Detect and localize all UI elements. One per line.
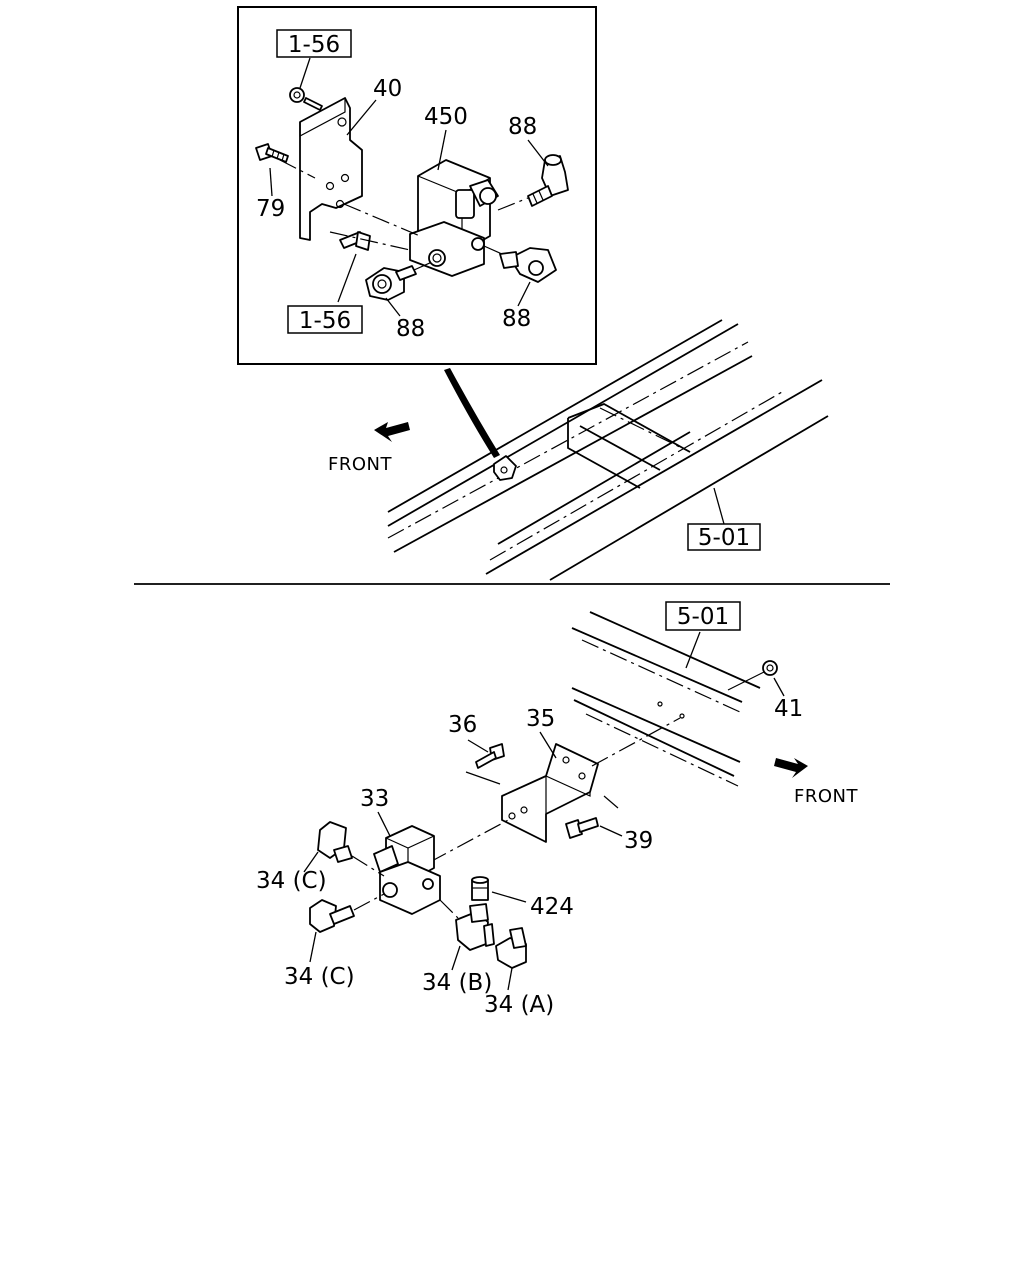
bracket-35[interactable] [501, 743, 599, 843]
label-88-bottom-left: 88 [396, 316, 425, 342]
fitting-88-bottom-left[interactable] [365, 265, 417, 301]
front-label-upper: FRONT [328, 454, 392, 475]
front-arrow-lower [774, 758, 808, 778]
upper-frame-view: FRONT 5-01 [328, 319, 829, 581]
label-88-bottom-right: 88 [502, 306, 531, 332]
bolt-36[interactable] [475, 743, 505, 769]
ref-box-1-56-top[interactable]: 1-56 [276, 29, 352, 58]
label-39: 39 [624, 828, 653, 854]
bolt-79[interactable] [255, 143, 289, 163]
svg-text:5-01: 5-01 [677, 604, 729, 630]
fitting-88-top-right[interactable] [527, 154, 569, 207]
label-34c-bottom: 34 (C) [284, 964, 355, 990]
front-arrow-upper [374, 422, 410, 442]
nut-top[interactable] [289, 87, 323, 111]
bracket-40[interactable] [299, 97, 363, 241]
fitting-34c-top[interactable] [317, 821, 353, 863]
nut-41[interactable] [762, 660, 778, 676]
fitting-88-bottom-right[interactable] [499, 247, 557, 283]
solenoid-valve-450[interactable] [409, 159, 499, 277]
lower-view: 5-01 41 FRONT 36 [256, 601, 858, 1018]
ref-box-5-01-upper[interactable]: 5-01 [687, 523, 761, 551]
detail-pointer [444, 368, 500, 458]
plug-424[interactable] [471, 876, 489, 901]
label-40: 40 [373, 76, 402, 102]
label-34c-top: 34 (C) [256, 868, 327, 894]
fitting-34c-bottom[interactable] [309, 899, 355, 933]
label-33: 33 [360, 786, 389, 812]
label-34b: 34 (B) [422, 970, 492, 996]
label-450: 450 [424, 104, 468, 130]
detail-box: 1-56 40 79 [237, 6, 597, 365]
ref-box-1-56-bottom[interactable]: 1-56 [287, 305, 363, 334]
label-34a: 34 (A) [484, 992, 554, 1018]
front-label-lower: FRONT [794, 786, 858, 807]
fitting-34a[interactable] [495, 927, 527, 969]
ref-box-5-01-lower[interactable]: 5-01 [665, 601, 741, 631]
label-35: 35 [526, 706, 555, 732]
fitting-34b[interactable] [455, 903, 495, 951]
label-41: 41 [774, 696, 803, 722]
label-88-top: 88 [508, 114, 537, 140]
solenoid-valve-33[interactable] [373, 825, 441, 915]
valve-location-marker[interactable] [493, 455, 517, 481]
label-36: 36 [448, 712, 477, 738]
label-79: 79 [256, 196, 285, 222]
bolt-39[interactable] [565, 817, 599, 839]
svg-text:1-56: 1-56 [299, 308, 351, 334]
svg-text:5-01: 5-01 [698, 525, 750, 551]
label-424: 424 [530, 894, 574, 920]
svg-text:1-56: 1-56 [288, 32, 340, 58]
